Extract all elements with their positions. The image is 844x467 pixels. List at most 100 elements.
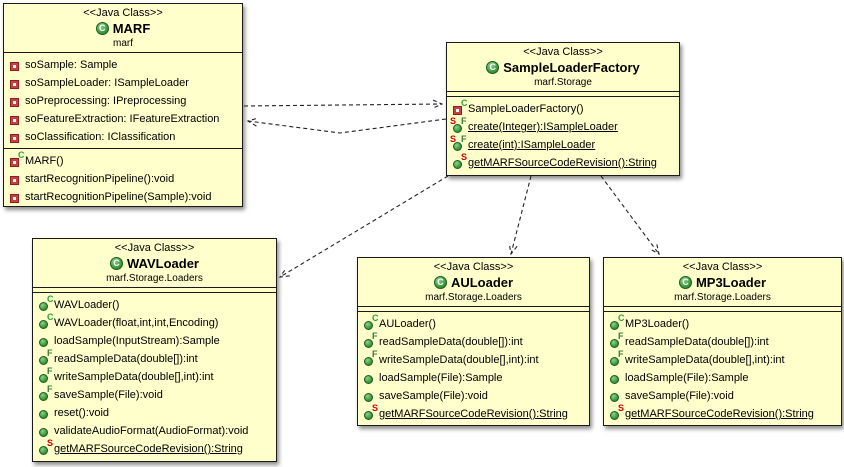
field-row[interactable]: soPreprocessing: IPreprocessing [8, 92, 238, 110]
java-class-icon: C [110, 257, 123, 270]
final-decorator: F [618, 331, 624, 341]
class-name-row: C SampleLoaderFactory [451, 59, 675, 76]
class-icon-letter: C [113, 258, 120, 268]
java-class-icon: C [95, 22, 109, 35]
red-square-icon [10, 116, 19, 125]
field-row[interactable]: soFeatureExtraction: IFeatureExtraction [8, 110, 238, 128]
method-row[interactable]: saveSample(File):void [362, 387, 585, 405]
method-row[interactable]: loadSample(InputStream):Sample [37, 332, 272, 350]
attributes-compartment-empty [358, 307, 589, 312]
method-label: getMARFSourceCodeRevision():String [625, 408, 814, 420]
method-row[interactable]: S getMARFSourceCodeRevision():String [451, 153, 675, 172]
green-circle-icon [39, 410, 48, 419]
green-circle-icon [39, 374, 48, 383]
method-row[interactable]: loadSample(File):Sample [362, 369, 585, 387]
method-row[interactable]: S getMARFSourceCodeRevision():String [608, 403, 837, 423]
class-name: MARF [112, 21, 151, 36]
method-row[interactable]: saveSample(File):void [608, 387, 837, 405]
public-final-method-icon: F [37, 385, 53, 403]
public-constructor-icon: C [362, 314, 379, 332]
method-row[interactable]: S getMARFSourceCodeRevision():String [37, 439, 272, 458]
method-row[interactable]: C MP3Loader() [608, 314, 837, 333]
method-row[interactable]: startRecognitionPipeline(Sample):void [8, 188, 238, 206]
method-row[interactable]: F readSampleData(double[]):int [608, 331, 837, 351]
public-final-method-icon: F [362, 332, 378, 350]
method-row[interactable]: reset():void [37, 404, 272, 422]
method-row[interactable]: F readSampleData(double[]):int [362, 332, 585, 351]
method-row[interactable]: C MARF() [8, 151, 238, 170]
method-row[interactable]: F writeSampleData(double[],int):int [37, 367, 272, 386]
method-row[interactable]: S getMARFSourceCodeRevision():String [362, 404, 585, 423]
public-method-icon [362, 370, 377, 386]
package-name: marf [113, 38, 133, 49]
class-box-auloader[interactable]: <<Java Class>> C AULoader marf.Storage.L… [357, 257, 590, 426]
method-label: create(int):ISampleLoader [468, 139, 596, 151]
public-static-method-icon: S [451, 153, 467, 171]
green-circle-icon [453, 160, 462, 169]
method-row[interactable]: C SampleLoaderFactory() [451, 99, 675, 118]
public-final-method-icon: F [37, 348, 53, 367]
method-label: writeSampleData(double[],int):int [379, 354, 539, 366]
method-row[interactable]: C AULoader() [362, 314, 585, 333]
green-circle-icon [39, 446, 48, 455]
class-box-mp3loader[interactable]: <<Java Class>> C MP3Loader marf.Storage.… [603, 257, 842, 426]
methods-compartment: C MP3Loader() F readSampleData(double[])… [604, 312, 841, 425]
method-row[interactable]: loadSample(File):Sample [608, 369, 837, 387]
method-label: MARF() [25, 155, 64, 167]
red-square-icon [10, 194, 19, 203]
dependency-arrow-sampleloaderfactory-to-auloader[interactable] [511, 175, 532, 254]
method-label: MP3Loader() [625, 318, 690, 330]
method-label: startRecognitionPipeline(Sample):void [25, 191, 212, 203]
method-row[interactable]: startRecognitionPipeline():void [8, 170, 238, 188]
class-name: SampleLoaderFactory [503, 60, 640, 75]
method-row[interactable]: F readSampleData(double[]):int [37, 348, 272, 368]
green-circle-icon [364, 339, 373, 348]
method-row[interactable]: C WAVLoader(float,int,int,Encoding) [37, 313, 272, 332]
green-circle-icon [610, 393, 619, 402]
dependency-arrow-sampleloaderfactory-to-marf[interactable] [248, 119, 447, 134]
method-label: startRecognitionPipeline():void [25, 173, 175, 185]
method-row[interactable]: F saveSample(File):void [37, 385, 272, 404]
method-row[interactable]: F writeSampleData(double[],int):int [608, 349, 837, 369]
class-box-marf[interactable]: <<Java Class>> C MARF marf soSample: Sam… [3, 3, 243, 207]
method-label: saveSample(File):void [54, 389, 163, 401]
private-field-icon [8, 57, 23, 73]
method-row[interactable]: validateAudioFormat(AudioFormat):void [37, 422, 272, 440]
class-icon-letter: C [682, 277, 689, 287]
field-row[interactable]: soClassification: IClassification [8, 128, 238, 146]
static-decorator: S [450, 116, 457, 126]
field-row[interactable]: soSample: Sample [8, 56, 238, 74]
class-box-sampleloaderfactory[interactable]: <<Java Class>> C SampleLoaderFactory mar… [446, 42, 680, 176]
public-final-method-icon: F [608, 331, 624, 350]
methods-compartment: C MARF() startRecognitionPipeline():void… [4, 149, 242, 208]
static-decorator: S [618, 403, 625, 413]
public-static-method-icon: S [362, 404, 378, 422]
method-label: writeSampleData(double[],int):int [625, 354, 785, 366]
class-name-row: C MARF [8, 20, 238, 37]
stereotype-label: <<Java Class>> [682, 261, 763, 273]
methods-compartment: C AULoader() F readSampleData(double[]):… [358, 312, 589, 425]
dependency-arrow-marf-to-sampleloaderfactory[interactable] [243, 104, 442, 106]
final-decorator: F [618, 349, 624, 359]
attributes-compartment-empty [604, 307, 841, 312]
red-square-icon [10, 98, 19, 107]
class-box-wavloader[interactable]: <<Java Class>> C WAVLoader marf.Storage.… [32, 238, 277, 462]
green-circle-icon [453, 124, 462, 133]
final-decorator: F [372, 349, 378, 359]
stereotype-label: <<Java Class>> [523, 46, 603, 58]
final-decorator: F [47, 348, 53, 358]
red-square-icon [10, 134, 19, 143]
package-name: marf.Storage.Loaders [425, 292, 522, 303]
method-row[interactable]: C WAVLoader() [37, 295, 272, 314]
class-name: AULoader [450, 275, 514, 290]
field-row[interactable]: soSampleLoader: ISampleLoader [8, 74, 238, 92]
public-method-icon [608, 388, 623, 404]
dependency-arrow-sampleloaderfactory-to-mp3loader[interactable] [600, 175, 659, 254]
red-square-icon [10, 176, 19, 185]
private-constructor-icon: C [8, 151, 25, 169]
method-row[interactable]: F writeSampleData(double[],int):int [362, 349, 585, 369]
methods-compartment: C WAVLoader() C WAVLoader(float,int,int,… [33, 293, 276, 461]
